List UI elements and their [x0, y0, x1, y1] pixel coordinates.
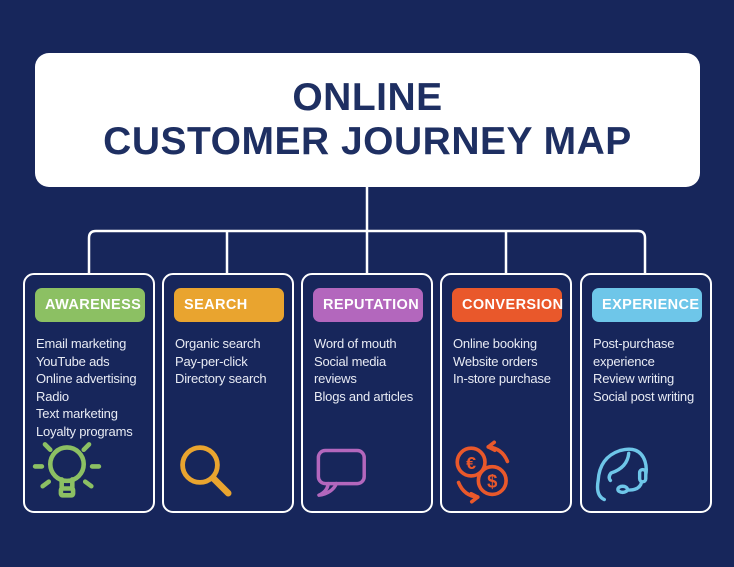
page-title-line2: CUSTOMER JOURNEY MAP	[103, 120, 632, 163]
list-item: Organic search	[175, 336, 261, 351]
magnifying-glass-icon	[180, 445, 232, 497]
list-item: Social media reviews	[314, 353, 387, 387]
lightbulb-icon	[32, 442, 102, 498]
list-item: In-store purchase	[453, 371, 551, 386]
list-item: Review writing	[593, 371, 675, 386]
stage-badge: CONVERSION	[452, 288, 563, 322]
stage-item-list: Post-purchase experience Review writing …	[593, 335, 707, 405]
stage-item-list: Organic search Pay-per-click Directory s…	[175, 335, 289, 388]
stage-item-list: Email marketing YouTube ads Online adver…	[36, 335, 150, 440]
list-item: Email marketing	[36, 336, 127, 351]
list-item: Blogs and articles	[314, 388, 414, 404]
list-item: Post-purchase experience	[593, 336, 675, 369]
list-item: Radio	[36, 388, 69, 404]
stage-badge: REPUTATION	[313, 288, 423, 322]
list-item: Text marketing	[36, 406, 118, 421]
stage-item-list: Word of mouth Social media reviews Blogs…	[314, 335, 428, 405]
stage-badge: SEARCH	[174, 288, 284, 322]
column-awareness: AWARENESS Email marketing YouTube ads On…	[23, 273, 155, 513]
currency-exchange-icon: € $	[455, 440, 510, 504]
list-item: Online booking	[453, 336, 537, 351]
list-item: Directory search	[175, 371, 267, 386]
column-search: SEARCH Organic search Pay-per-click Dire…	[162, 273, 294, 513]
list-item: Word of mouth	[314, 336, 397, 351]
stage-badge: AWARENESS	[35, 288, 145, 322]
list-item: Social post writing	[593, 388, 694, 404]
title-box: ONLINE CUSTOMER JOURNEY MAP	[35, 53, 700, 187]
support-agent-icon	[595, 447, 648, 502]
list-item: Online advertising	[36, 371, 137, 386]
column-experience: EXPERIENCE Post-purchase experience Revi…	[580, 273, 712, 513]
stage-item-list: Online booking Website orders In-store p…	[453, 335, 567, 388]
page-title-line1: ONLINE	[292, 76, 443, 120]
euro-glyph: €	[466, 453, 476, 473]
stage-badge: EXPERIENCE	[592, 288, 702, 322]
column-reputation: REPUTATION Word of mouth Social media re…	[301, 273, 433, 513]
speech-bubble-icon	[316, 448, 366, 497]
column-conversion: CONVERSION Online booking Website orders…	[440, 273, 572, 513]
list-item: Loyalty programs	[36, 423, 133, 439]
list-item: YouTube ads	[36, 353, 110, 369]
list-item: Website orders	[453, 353, 538, 369]
list-item: Pay-per-click	[175, 353, 248, 369]
dollar-glyph: $	[487, 471, 498, 492]
